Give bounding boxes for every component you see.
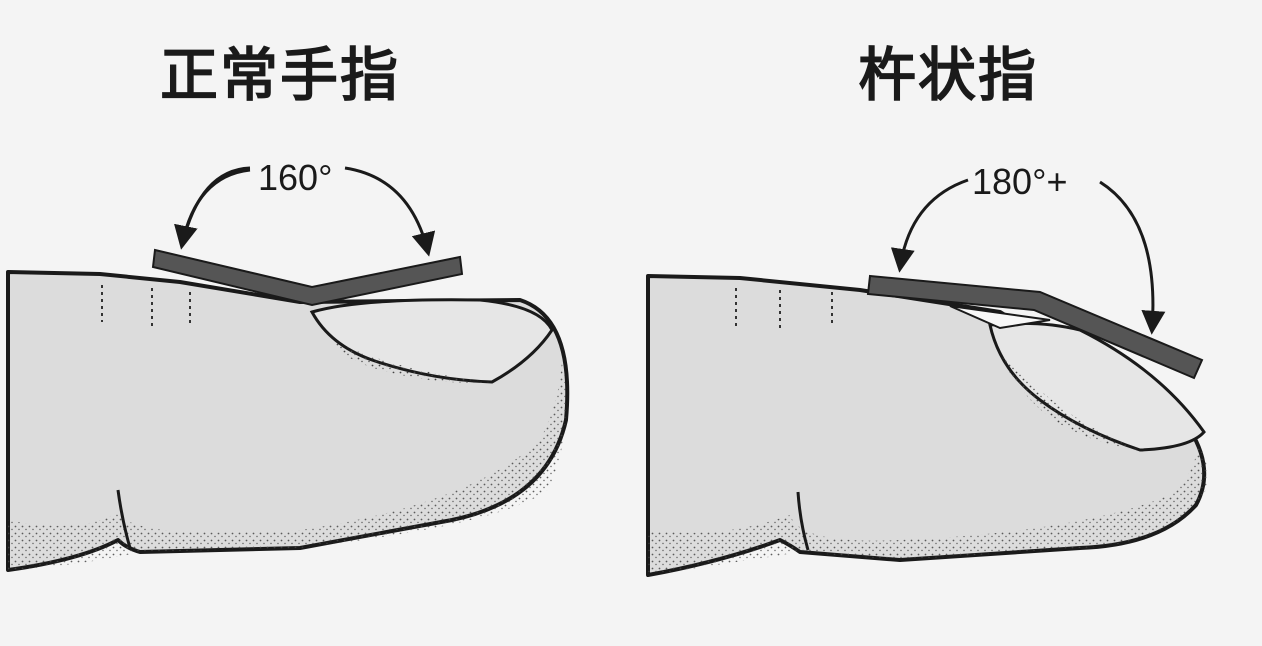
clubbed-angle-label: 180°+ [972,161,1067,202]
normal-finger: 160° [8,157,567,570]
normal-angle-label: 160° [258,157,332,198]
clubbed-angle-arc-right [1100,182,1153,330]
clubbed-angle-arc-left [900,180,968,268]
normal-arc-left [182,170,250,245]
clubbed-finger: 180°+ [648,161,1208,575]
